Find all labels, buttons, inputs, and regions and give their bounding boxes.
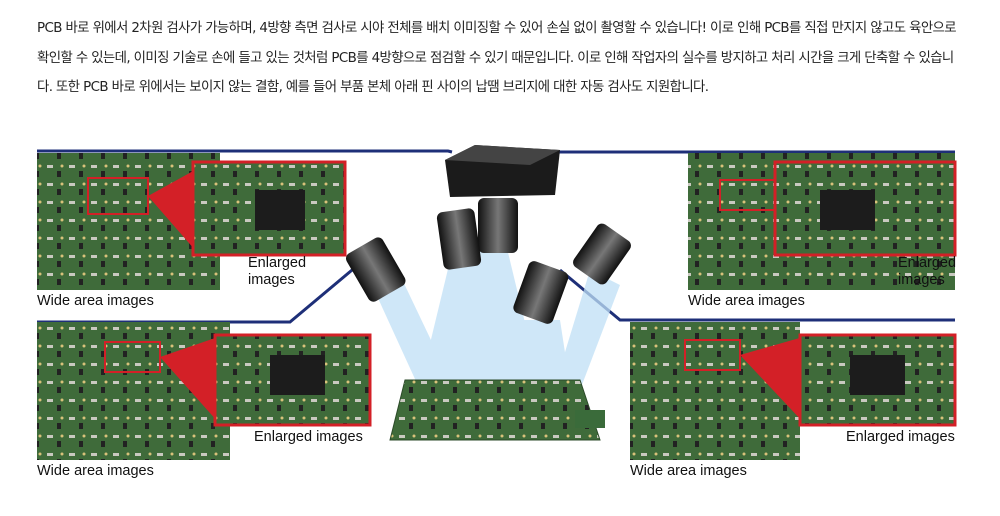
enlarged-label-line1: Enlarged [248,255,307,271]
center-pcb [389,379,605,441]
light-beams [372,240,620,390]
wide-label-tr: Wide area images [688,293,805,309]
panel-top-left [37,153,347,290]
enlarged-label-line2: images [898,272,945,288]
enlarged-label-bl: Enlarged images [254,429,363,445]
panel-bottom-right [630,322,957,460]
description-paragraph: PCB 바로 위에서 2차원 검사가 가능하며, 4방향 측면 검사로 시야 전… [37,21,957,95]
enlarged-label-line2: images [248,272,295,288]
panel-top-right [688,153,957,290]
enlarged-label-br: Enlarged images [846,429,955,445]
wide-label-bl: Wide area images [37,463,154,479]
wide-label-tl: Wide area images [37,293,154,309]
camera-icon [346,145,631,324]
wide-label-br: Wide area images [630,463,747,479]
enlarged-label-line1: Enlarged [898,255,957,271]
inspection-diagram [37,145,957,460]
panel-bottom-left [37,322,372,460]
